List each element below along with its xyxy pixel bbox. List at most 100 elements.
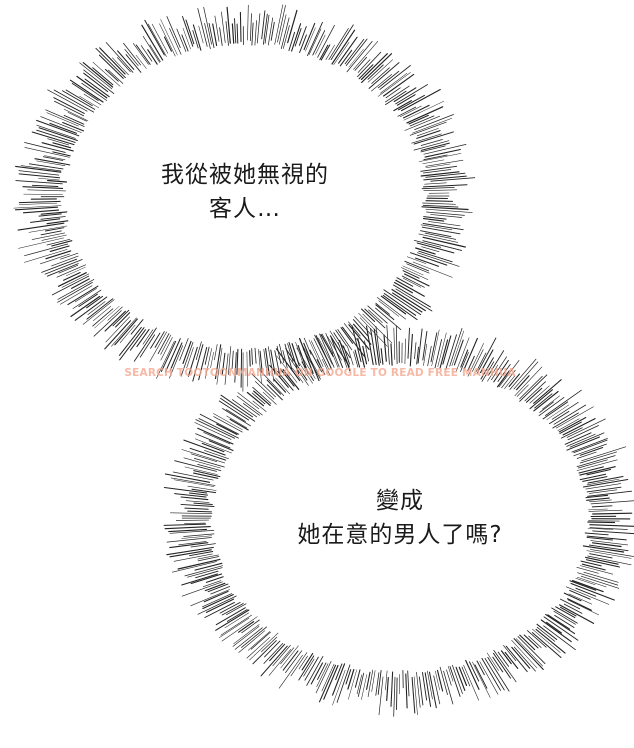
burst-ray: [412, 118, 453, 134]
burst-ray: [44, 227, 65, 232]
burst-ray: [377, 70, 400, 89]
burst-ray: [166, 546, 214, 556]
burst-ray: [467, 355, 475, 372]
burst-ray: [577, 459, 608, 469]
burst-ray: [580, 560, 602, 567]
burst-ray: [375, 302, 390, 315]
burst-ray: [508, 373, 521, 388]
burst-ray: [303, 22, 316, 51]
burst-ray: [395, 325, 398, 365]
burst-ray: [130, 319, 144, 335]
burst-ray: [180, 341, 194, 377]
burst-ray: [301, 652, 314, 671]
burst-ray: [331, 352, 339, 368]
burst-ray: [136, 328, 150, 348]
burst-ray: [214, 344, 218, 361]
burst-ray: [511, 646, 531, 669]
burst-ray: [275, 348, 301, 382]
burst-ray: [298, 655, 315, 681]
burst-ray: [538, 397, 565, 417]
burst-ray: [308, 339, 321, 366]
burst-ray: [430, 177, 476, 182]
burst-ray: [44, 155, 66, 161]
burst-ray: [192, 30, 199, 49]
bubble-1-text: 我從被她無視的 客人…: [120, 158, 370, 226]
burst-ray: [183, 457, 221, 469]
burst-ray: [105, 42, 134, 73]
bubble-1-line-2: 客人…: [209, 196, 281, 222]
burst-ray: [433, 675, 441, 705]
burst-ray: [187, 346, 198, 377]
burst-ray: [493, 359, 509, 383]
burst-ray: [587, 475, 624, 484]
burst-ray: [295, 342, 307, 372]
burst-ray: [437, 332, 447, 367]
burst-ray: [57, 272, 87, 287]
burst-ray: [301, 361, 314, 381]
burst-ray: [246, 636, 271, 659]
burst-ray: [236, 395, 263, 416]
burst-ray: [558, 417, 587, 433]
burst-ray: [285, 650, 303, 673]
burst-ray: [425, 163, 451, 168]
burst-ray: [234, 352, 237, 383]
burst-ray: [425, 172, 466, 178]
burst-ray: [192, 344, 204, 382]
burst-ray: [156, 340, 175, 379]
burst-ray: [566, 433, 596, 447]
burst-ray: [197, 595, 237, 615]
burst-ray: [402, 265, 424, 276]
burst-ray: [463, 337, 478, 370]
burst-ray: [183, 439, 226, 456]
burst-ray: [236, 348, 239, 375]
burst-ray: [18, 170, 60, 176]
burst-ray: [46, 112, 79, 127]
burst-ray: [487, 656, 510, 692]
burst-ray: [566, 418, 606, 438]
burst-ray: [333, 332, 351, 359]
burst-ray: [418, 233, 458, 243]
burst-ray: [205, 598, 235, 613]
burst-ray: [424, 232, 457, 240]
burst-ray: [555, 406, 594, 429]
bubble-2-burst: [163, 324, 634, 717]
burst-ray: [202, 593, 233, 608]
burst-ray: [254, 20, 257, 46]
burst-ray: [307, 21, 323, 57]
burst-ray: [83, 69, 115, 94]
burst-ray: [364, 340, 369, 362]
burst-ray: [383, 334, 387, 362]
burst-ray: [563, 592, 582, 602]
burst-ray: [415, 257, 439, 267]
burst-ray: [226, 6, 231, 44]
burst-ray: [549, 410, 570, 425]
burst-ray: [399, 105, 422, 117]
burst-ray: [351, 325, 362, 363]
burst-ray: [319, 44, 329, 61]
burst-ray: [193, 502, 213, 505]
burst-ray: [187, 567, 223, 578]
burst-ray: [299, 337, 314, 374]
burst-ray: [15, 165, 62, 173]
burst-ray: [298, 655, 308, 670]
burst-ray: [160, 340, 177, 372]
burst-ray: [53, 97, 85, 114]
burst-ray: [425, 159, 464, 167]
burst-ray: [379, 65, 411, 90]
burst-ray: [378, 676, 384, 716]
burst-ray: [266, 379, 282, 395]
burst-ray: [142, 35, 161, 63]
burst-ray: [411, 133, 442, 144]
burst-ray: [108, 69, 124, 84]
burst-ray: [243, 403, 260, 416]
burst-ray: [170, 477, 216, 486]
burst-ray: [276, 355, 298, 383]
burst-ray: [555, 606, 576, 619]
burst-ray: [174, 460, 217, 472]
burst-ray: [318, 664, 337, 703]
burst-ray: [406, 263, 430, 274]
burst-ray: [151, 23, 169, 54]
burst-ray: [319, 333, 335, 368]
burst-ray: [422, 204, 459, 208]
